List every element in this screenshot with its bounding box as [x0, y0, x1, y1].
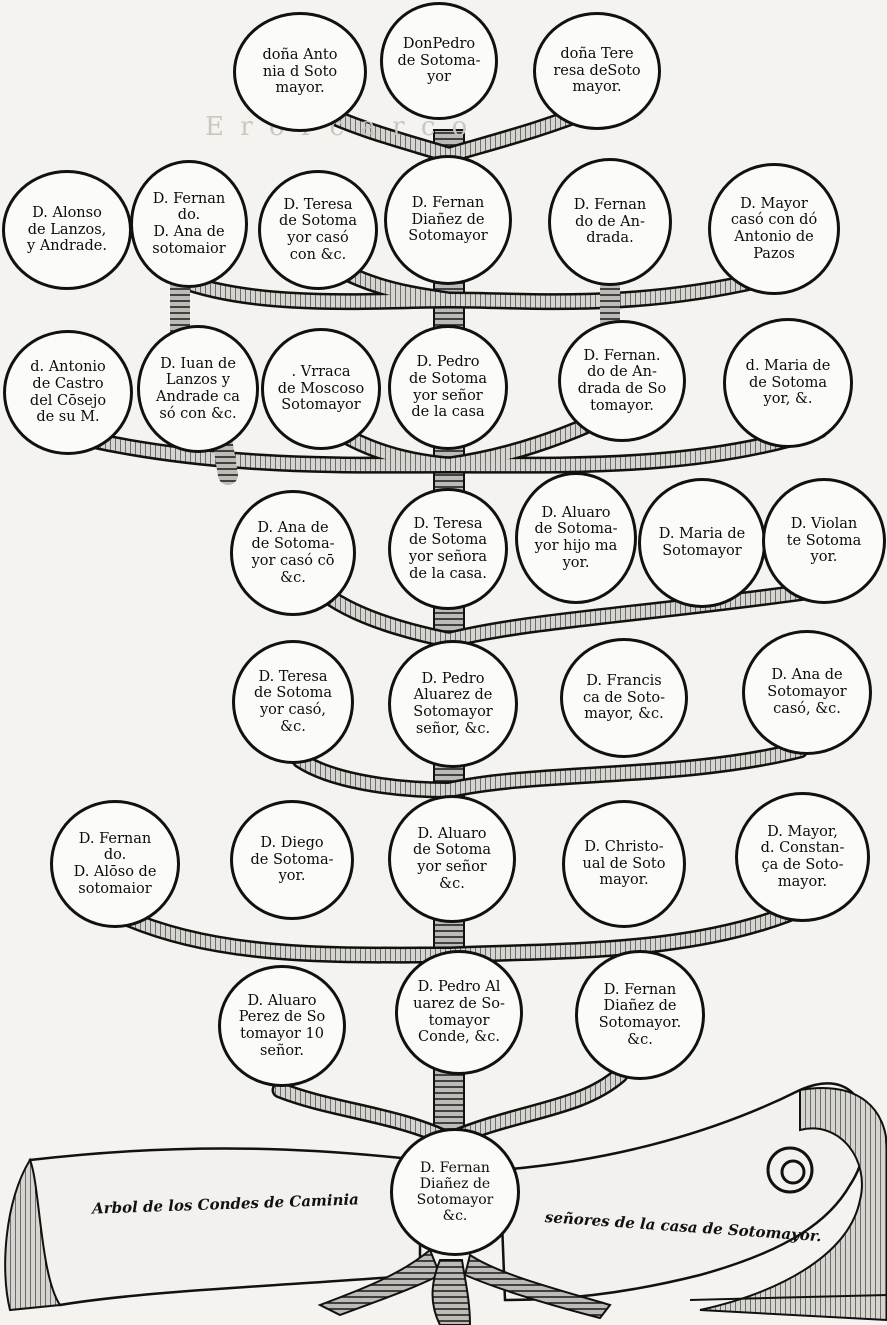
- person-node: D. Maria de Sotomayor: [638, 478, 766, 608]
- person-node: D. Ana de de Sotoma- yor casó cō &c.: [230, 490, 356, 616]
- person-node: D. Fernan Diañez de Sotomayor: [384, 155, 512, 285]
- person-node: d. Maria de de Sotoma yor, &.: [723, 318, 853, 448]
- banner-scroll: [4, 1082, 887, 1322]
- person-node: D. Diego de Sotoma- yor.: [230, 800, 354, 920]
- person-node: D. Fernan Diañez de Sotomayor. &c.: [575, 950, 705, 1080]
- person-node: D. Alonso de Lanzos, y Andrade.: [2, 170, 132, 290]
- person-node: D. Aluaro de Sotoma- yor hijo ma yor.: [515, 472, 637, 604]
- person-node: D. Teresa de Sotoma yor señora de la cas…: [388, 488, 508, 610]
- person-node: D. Mayor, d. Constan- ça de Soto- mayor.: [735, 792, 870, 922]
- person-node: D. Pedro Al uarez de So- tomayor Conde, …: [395, 950, 523, 1075]
- person-node: D. Christo- ual de Soto mayor.: [562, 800, 686, 928]
- person-node: DonPedro de Sotoma- yor: [380, 2, 498, 120]
- person-node: D. Ana de Sotomayor casó, &c.: [742, 630, 872, 755]
- person-node: D. Violan te Sotoma yor.: [762, 478, 886, 604]
- person-node: D. Pedro de Sotoma yor señor de la casa: [388, 325, 508, 450]
- tree-roots: [317, 1248, 612, 1325]
- person-node: D. Aluaro de Sotoma yor señor &c.: [388, 795, 516, 923]
- person-node: . Vrraca de Moscoso Sotomayor: [261, 328, 381, 450]
- person-node: doña Tere resa deSoto mayor.: [533, 12, 661, 130]
- person-node: D. Mayor casó con dó Antonio de Pazos: [708, 163, 840, 295]
- person-node: d. Antonio de Castro del Cōsejo de su M.: [3, 330, 133, 455]
- person-node: D. Iuan de Lanzos y Andrade ca só con &c…: [137, 325, 259, 453]
- person-node: D. Francis ca de Soto- mayor, &c.: [560, 638, 688, 758]
- root-node: D. Fernan Diañez de Sotomayor &c.: [390, 1128, 520, 1256]
- person-node: D. Fernan do. D. Ana de sotomaior: [130, 160, 248, 288]
- person-node: D. Teresa de Sotoma yor casó con &c.: [258, 170, 378, 290]
- person-node: D. Aluaro Perez de So tomayor 10 señor.: [218, 965, 346, 1087]
- person-node: D. Fernan. do de An- drada de So tomayor…: [558, 320, 686, 442]
- person-node: D. Fernan do. D. Alōso de sotomaior: [50, 800, 180, 928]
- person-node: D. Pedro Aluarez de Sotomayor señor, &c.: [388, 640, 518, 768]
- person-node: D. Teresa de Sotoma yor casó, &c.: [232, 640, 354, 764]
- person-node: doña Anto nia d Soto mayor.: [233, 12, 367, 132]
- person-node: D. Fernan do de An- drada.: [548, 158, 672, 286]
